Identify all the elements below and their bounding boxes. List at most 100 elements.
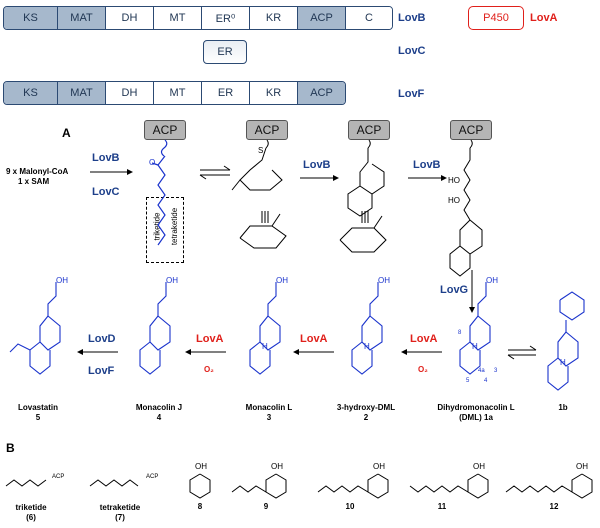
acp-head-4: ACP [450,120,492,140]
ring-num-5: 5 [466,378,470,384]
caption-dml: Dihydromonacolin L (DML) 1a [426,403,526,423]
structure-b-8 [189,473,211,499]
step1-lovc: LovC [92,186,120,198]
structure-dml [459,282,491,375]
caption-3-hydroxy-dml-name: 3-hydroxy-DML [336,403,396,412]
step-lova-2: LovA [300,333,328,345]
caption-3-hydroxy-dml-id: 2 [363,413,369,422]
caption-monacolin-l: Monacolin L 3 [234,403,304,423]
structure-b-10 [317,473,389,499]
caption-monacolin-l-name: Monacolin L [245,403,293,412]
caption-b-9: 9 [263,502,269,511]
step-lovg: LovG [440,284,469,296]
atom-acp-b6: ACP [52,474,65,480]
structure-b-6 [5,479,47,487]
caption-b-8: 8 [197,502,203,511]
substrate-sam: 1 x SAM [18,177,50,186]
atom-oh-4: OH [166,276,178,285]
lovb-acp: ACP [298,7,346,29]
structure-linear-polyene [151,139,168,246]
caption-b-7-id: (7) [115,513,125,522]
step-o2-2: O₂ [418,365,428,374]
ring-num-4: 4 [484,378,488,384]
section-a-label: A [62,126,71,140]
ring-num-4a: 4a [478,368,485,374]
caption-1b: 1b [548,403,578,413]
caption-1b-id: 1b [558,403,568,412]
caption-dml-name: Dihydromonacolin L [437,403,515,412]
caption-b-7: tetraketide (7) [90,503,150,523]
caption-b-6-name: triketide [15,503,47,512]
lovf-er: ER [202,82,250,104]
structure-b-11 [409,473,489,499]
structure-3-hydroxy-dml [351,282,383,375]
step4-lovb: LovB [413,159,441,171]
structure-chain-decalin [449,139,483,277]
atom-h-3: H [262,342,268,351]
substrate-malonyl: 9 x Malonyl-CoA [6,167,69,176]
lovb-dh: DH [106,7,154,29]
caption-b-6: triketide (6) [6,503,56,523]
structure-b-7 [89,479,139,487]
acp-head-1: ACP [144,120,186,140]
caption-b-10: 10 [345,502,355,511]
lovb-mt: MT [154,7,202,29]
lovf-ks: KS [4,82,58,104]
lovf-kr: KR [250,82,298,104]
acp-head-3: ACP [348,120,390,140]
step-lovd: LovD [88,333,116,345]
lovf-mat: MAT [58,82,106,104]
step1-lovb: LovB [92,152,120,164]
lova-label: LovA [530,12,558,24]
caption-b-7-name: tetraketide [99,503,141,512]
caption-lovastatin: Lovastatin 5 [8,403,68,423]
atom-oh-b8: OH [195,462,207,471]
lova-box: P450 [468,6,524,30]
equilibrium-arrows-1 [199,165,231,180]
atom-h-2: H [364,342,370,351]
lovf-mt: MT [154,82,202,104]
structure-b-9 [231,473,287,499]
lovc-label: LovC [398,45,426,57]
section-b-label: B [6,441,15,455]
atom-oh-1a: OH [486,276,498,285]
structure-decalin-acp [339,139,387,253]
lova-box-text: P450 [483,12,509,24]
atom-oh-2: OH [378,276,390,285]
lovb-ks: KS [4,7,58,29]
structure-1b [547,291,585,391]
ring-num-8: 8 [458,330,462,336]
step-lova-1: LovA [196,333,224,345]
caption-b-12: 12 [549,502,559,511]
caption-dml-id: (DML) 1a [459,413,493,422]
lovb-er0: ER⁰ [202,7,250,29]
step-lova-3: LovA [410,333,438,345]
structure-monacolin-l [249,282,281,375]
ring-num-3: 3 [494,368,498,374]
caption-lovastatin-name: Lovastatin [17,403,58,412]
structure-lovastatin [9,282,61,375]
caption-monacolin-j-id: 4 [156,413,162,422]
atom-ho-4a: HO [448,176,460,185]
caption-3-hydroxy-dml: 3-hydroxy-DML 2 [326,403,406,423]
atom-h-1b: H [560,358,566,367]
lovc-er: ER [203,40,247,64]
atom-oh-b11: OH [473,462,485,471]
structure-folded-intermediate [231,139,287,249]
step-o2-1: O₂ [204,365,214,374]
atom-oh-5: OH [56,276,68,285]
caption-b-6-id: (6) [26,513,36,522]
atom-o-1: O [149,158,156,167]
atom-acp-b7: ACP [146,474,159,480]
lovf-acp: ACP [298,82,345,104]
step-lovf: LovF [88,365,115,377]
atom-oh-b12: OH [576,462,588,471]
structure-b-12 [505,473,593,499]
bracket-box [146,197,184,263]
equivalence-mark-1 [261,211,269,223]
atom-s-2: S [258,146,264,155]
caption-lovastatin-id: 5 [35,413,41,422]
caption-monacolin-l-id: 3 [266,413,272,422]
lovb-label: LovB [398,12,426,24]
caption-monacolin-j-name: Monacolin J [135,403,183,412]
